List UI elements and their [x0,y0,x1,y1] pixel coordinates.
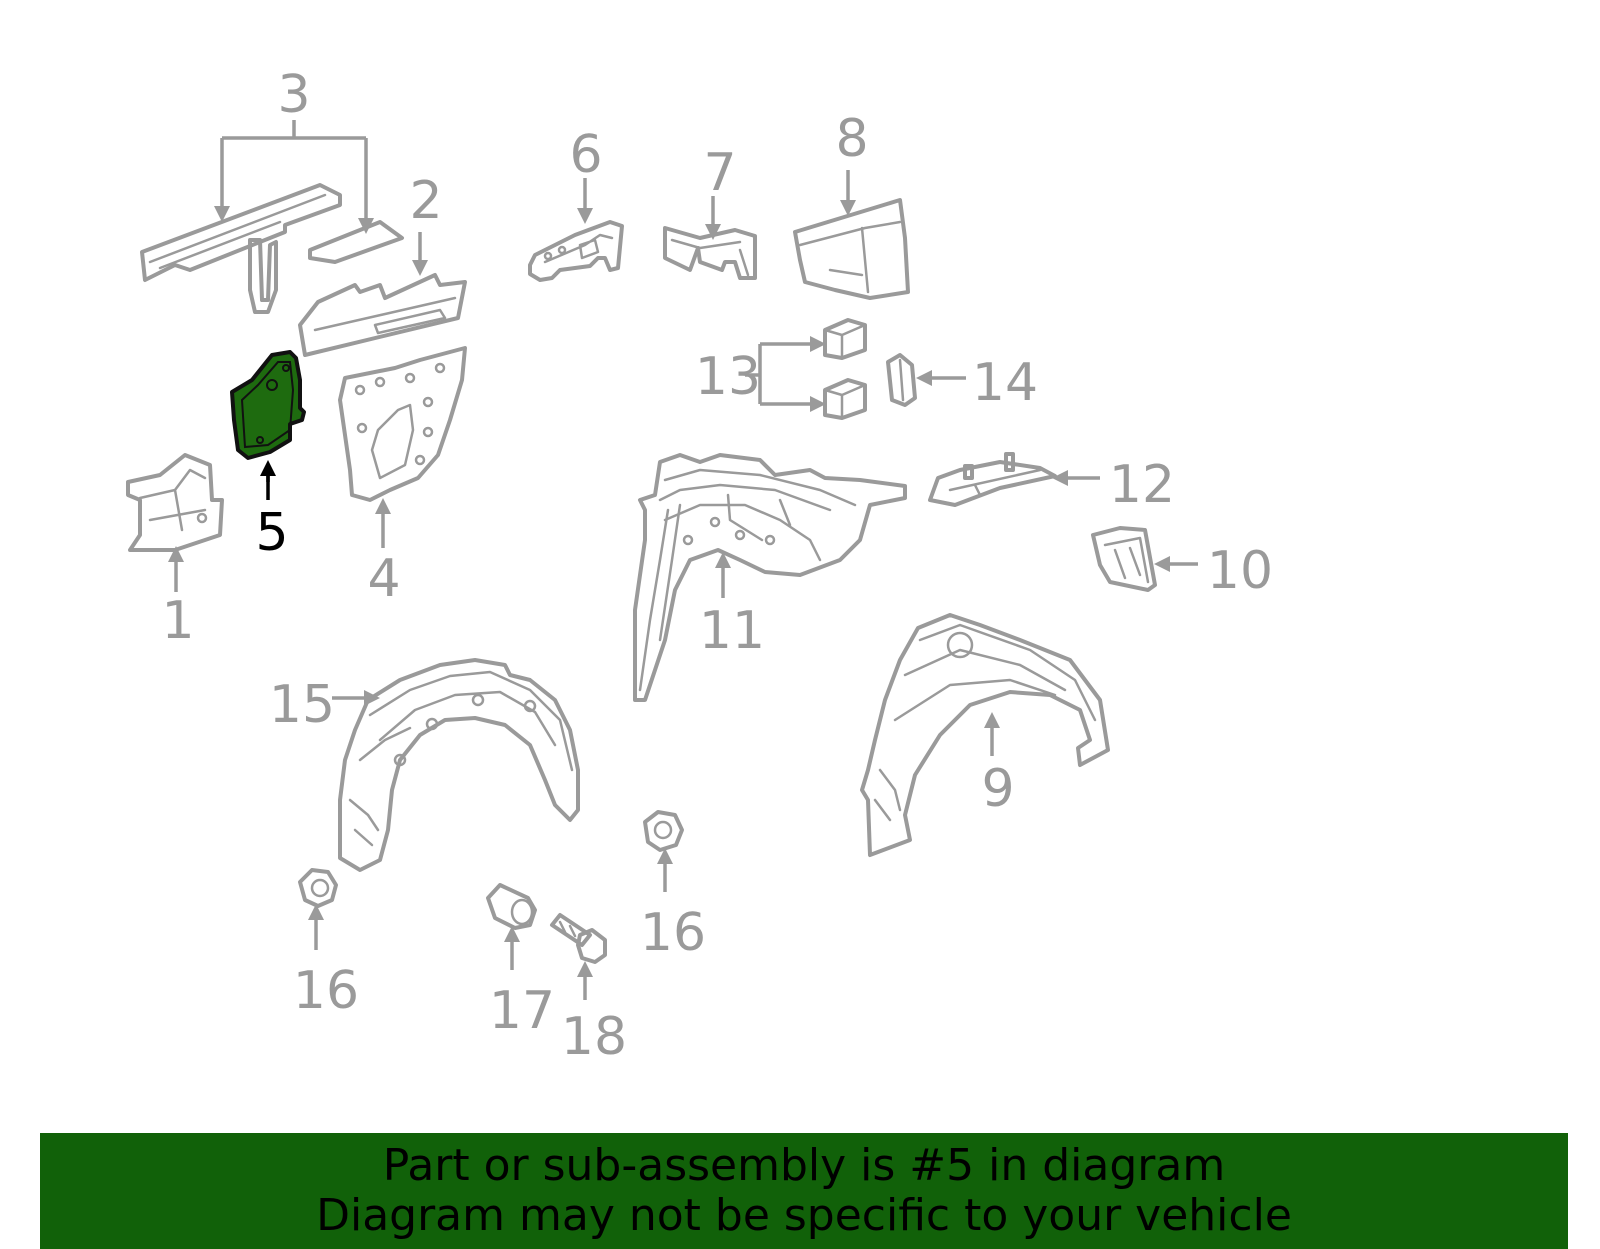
parts-diagram: 3 2 5 1 [126,65,1273,1067]
part-8-panel[interactable] [793,198,910,300]
part-16-nut-left[interactable] [298,868,338,908]
callout-8-leader [840,170,856,216]
callout-5-label: 5 [255,503,288,563]
callout-15-label: 15 [269,675,335,735]
part-18-bolt[interactable] [550,913,607,964]
part-10-bracket[interactable] [1091,526,1157,592]
banner-line-1: Part or sub-assembly is #5 in diagram [382,1140,1226,1191]
info-banner: Part or sub-assembly is #5 in diagram Di… [40,1133,1568,1249]
callout-1-label: 1 [161,591,194,651]
callout-6-leader [577,178,593,224]
part-14-clip[interactable] [886,353,917,407]
callout-16-leader-right [657,848,673,892]
callout-2-leader [412,232,428,276]
callout-3-label: 3 [277,65,310,125]
callout-12-label: 12 [1109,455,1175,515]
callout-16-label-right: 16 [640,903,706,963]
part-16-nut-right[interactable] [643,810,684,852]
callout-7-leader [705,196,721,240]
callout-5-leader [260,460,276,500]
part-6-bracket[interactable] [528,220,624,282]
part-11-wheelhouse[interactable] [633,453,907,702]
callout-17-label: 17 [489,981,555,1041]
part-4-inner-panel[interactable] [338,346,467,502]
callout-13-leader [745,336,826,412]
callout-9-label: 9 [981,759,1014,819]
callout-14-label: 14 [972,353,1038,413]
callout-10-label: 10 [1207,541,1273,601]
part-15-wheel-liner[interactable] [338,658,580,872]
part-9-outer-wheelhouse[interactable] [860,613,1110,857]
part-13-pads[interactable] [823,318,867,420]
callout-11-label: 11 [699,601,765,661]
callout-4-label: 4 [367,549,400,609]
callout-2-label: 2 [409,171,442,231]
callout-17-leader [504,926,520,970]
callout-14-leader [916,370,966,386]
callout-9-leader [984,712,1000,756]
callout-16-label-left: 16 [293,961,359,1021]
part-17-grommet[interactable] [486,883,537,930]
callout-3-leader [214,120,374,234]
callout-8-label: 8 [835,109,868,169]
part-1-bracket[interactable] [126,453,224,552]
part-12-bracket[interactable] [928,452,1057,507]
callout-18-leader [577,961,593,1000]
callout-4-leader [375,498,391,548]
callout-1-leader [168,546,184,592]
callout-11-leader [715,552,731,598]
callout-12-leader [1052,470,1100,486]
callout-7-label: 7 [703,143,736,203]
callout-13-label: 13 [695,347,761,407]
part-7-bracket[interactable] [663,226,757,280]
callout-15-leader [332,690,380,706]
part-2-panel[interactable] [298,273,467,357]
part-5-plate-highlighted[interactable] [230,350,306,460]
callout-18-label: 18 [561,1007,627,1067]
callout-16-leader-left [308,904,324,950]
banner-line-2: Diagram may not be specific to your vehi… [316,1190,1292,1241]
callout-6-label: 6 [569,125,602,185]
callout-10-leader [1154,556,1198,572]
